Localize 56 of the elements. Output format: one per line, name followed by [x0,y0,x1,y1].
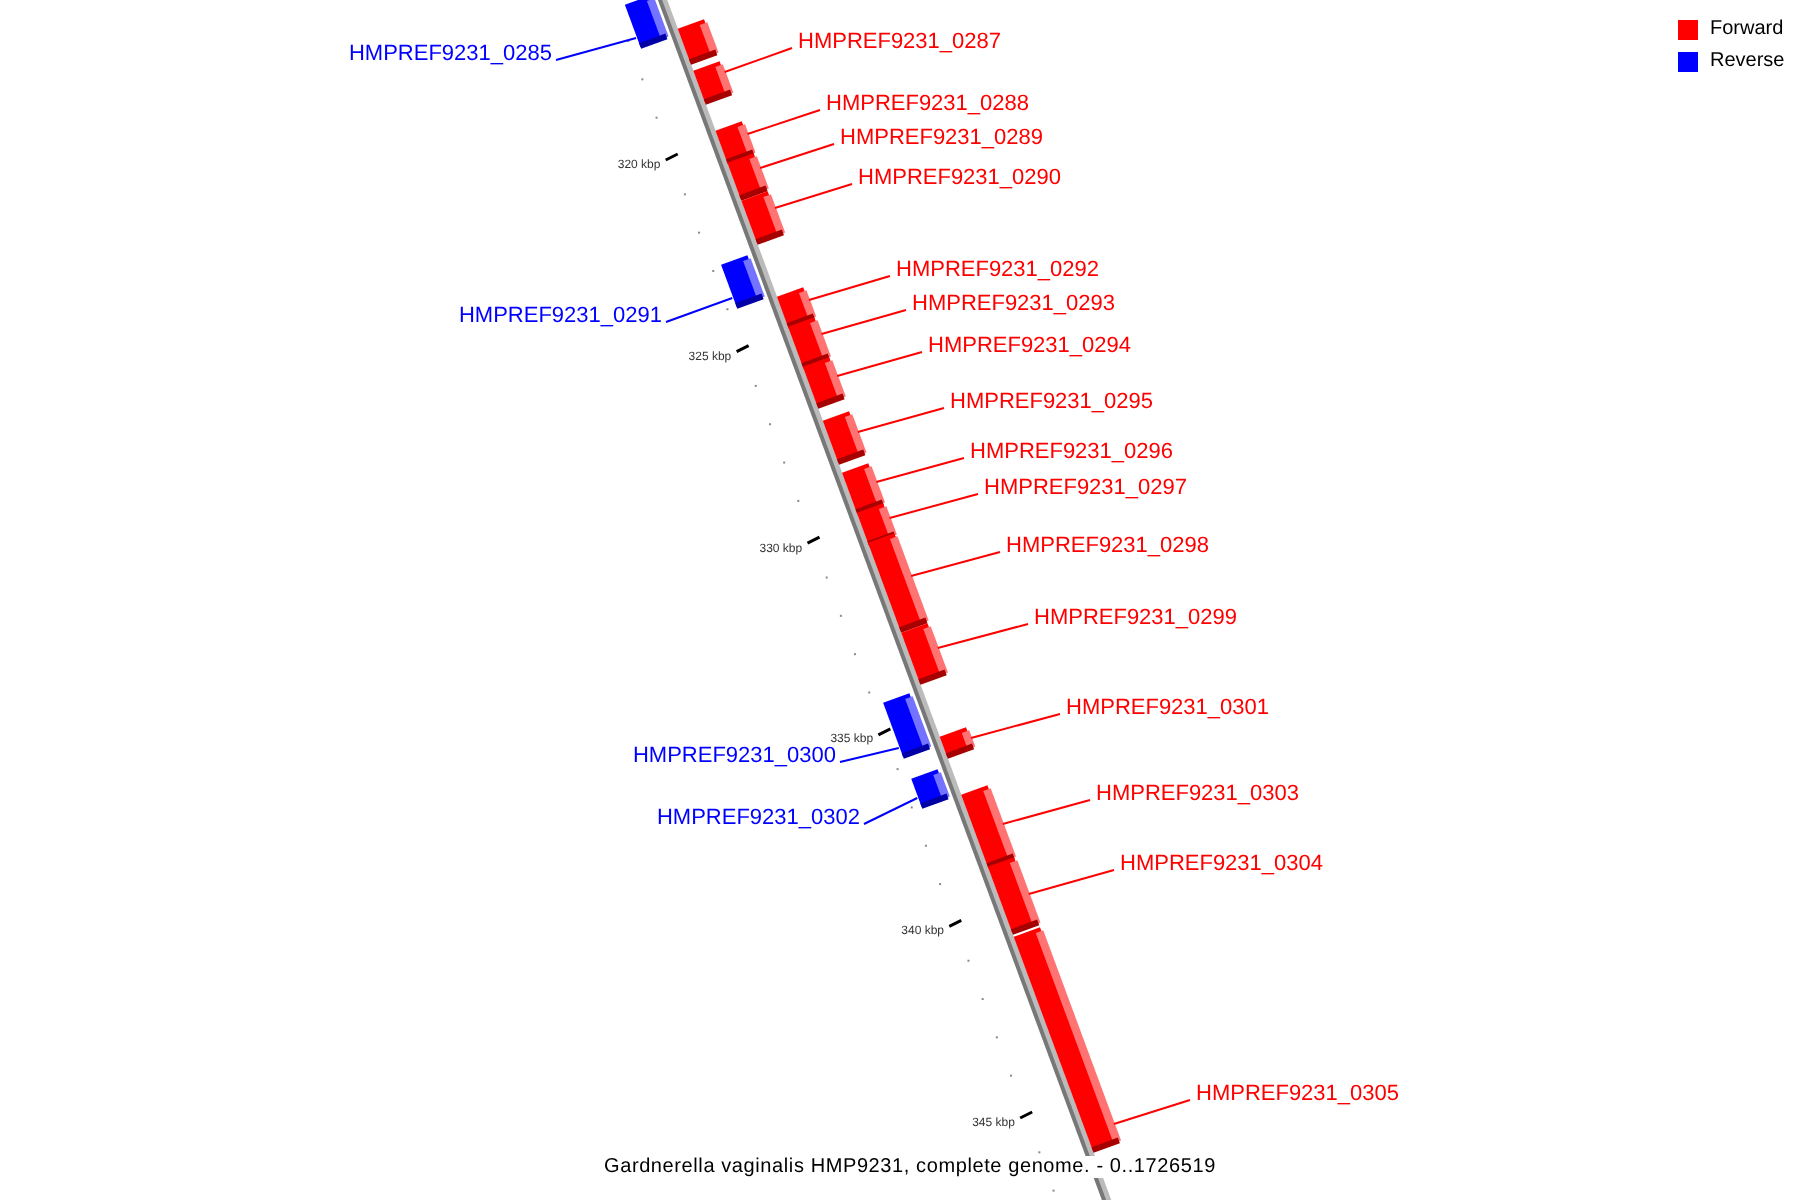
leader-line [910,551,1001,577]
gene-block [741,191,786,245]
gene-label: HMPREF9231_0297 [984,476,1188,502]
gene-label: HMPREF9231_0301 [1066,696,1270,722]
leader-line [839,747,900,763]
gene-label: HMPREF9231_0303 [1096,782,1300,808]
gene-label: HMPREF9231_0291 [458,304,662,330]
gene-block [987,857,1041,935]
leader-line [875,457,965,483]
gene-block [721,255,765,309]
gene-label: HMPREF9231_0296 [970,440,1174,466]
gene-label: HMPREF9231_0302 [656,806,860,832]
leader-line [888,493,979,519]
gene-label: HMPREF9231_0299 [1034,606,1238,632]
leader-line [936,623,1029,649]
leader-line [723,47,793,73]
leader-line [759,143,835,169]
legend-label: Reverse [1710,50,1785,72]
gene-block [939,727,976,759]
leader-line [863,797,919,825]
leader-line [1027,869,1115,895]
gene-block [677,19,719,65]
gene-label: HMPREF9231_0294 [928,334,1132,360]
gene-label: HMPREF9231_0290 [858,166,1062,192]
legend-label: Forward [1710,18,1784,40]
gene-label: HMPREF9231_0292 [896,258,1100,284]
gene-label: HMPREF9231_0293 [912,292,1116,318]
gene-label: HMPREF9231_0287 [798,30,1002,56]
gene-block [693,61,734,105]
caption: Gardnerella vaginalis HMP9231, complete genome. - 0..1726519 [600,1156,1220,1178]
leader-line [1112,1099,1191,1125]
leader-line [1001,799,1091,825]
gene-block [802,357,846,409]
leader-line [808,275,891,301]
gene-block [901,623,948,685]
gene-block [883,693,932,759]
gene-block [727,153,769,201]
leader-line [856,407,945,433]
gene-label: HMPREF9231_0285 [348,42,552,68]
leader-line [836,351,923,377]
leader-line [555,37,638,61]
leader-line [970,713,1061,739]
gene-label: HMPREF9231_0289 [840,126,1044,152]
gene-label: HMPREF9231_0298 [1006,534,1210,560]
gene-block [911,769,950,809]
leader-line [665,297,734,323]
leader-line [820,309,907,335]
gene-label: HMPREF9231_0304 [1120,852,1324,878]
leader-line [773,183,853,209]
gene-label: HMPREF9231_0300 [632,744,836,770]
gene-label: HMPREF9231_0305 [1196,1082,1400,1108]
gene-label: HMPREF9231_0288 [826,92,1030,118]
leader-line [746,109,821,135]
gene-block [822,411,867,465]
gene-block [624,0,669,49]
gene-label: HMPREF9231_0295 [950,390,1154,416]
